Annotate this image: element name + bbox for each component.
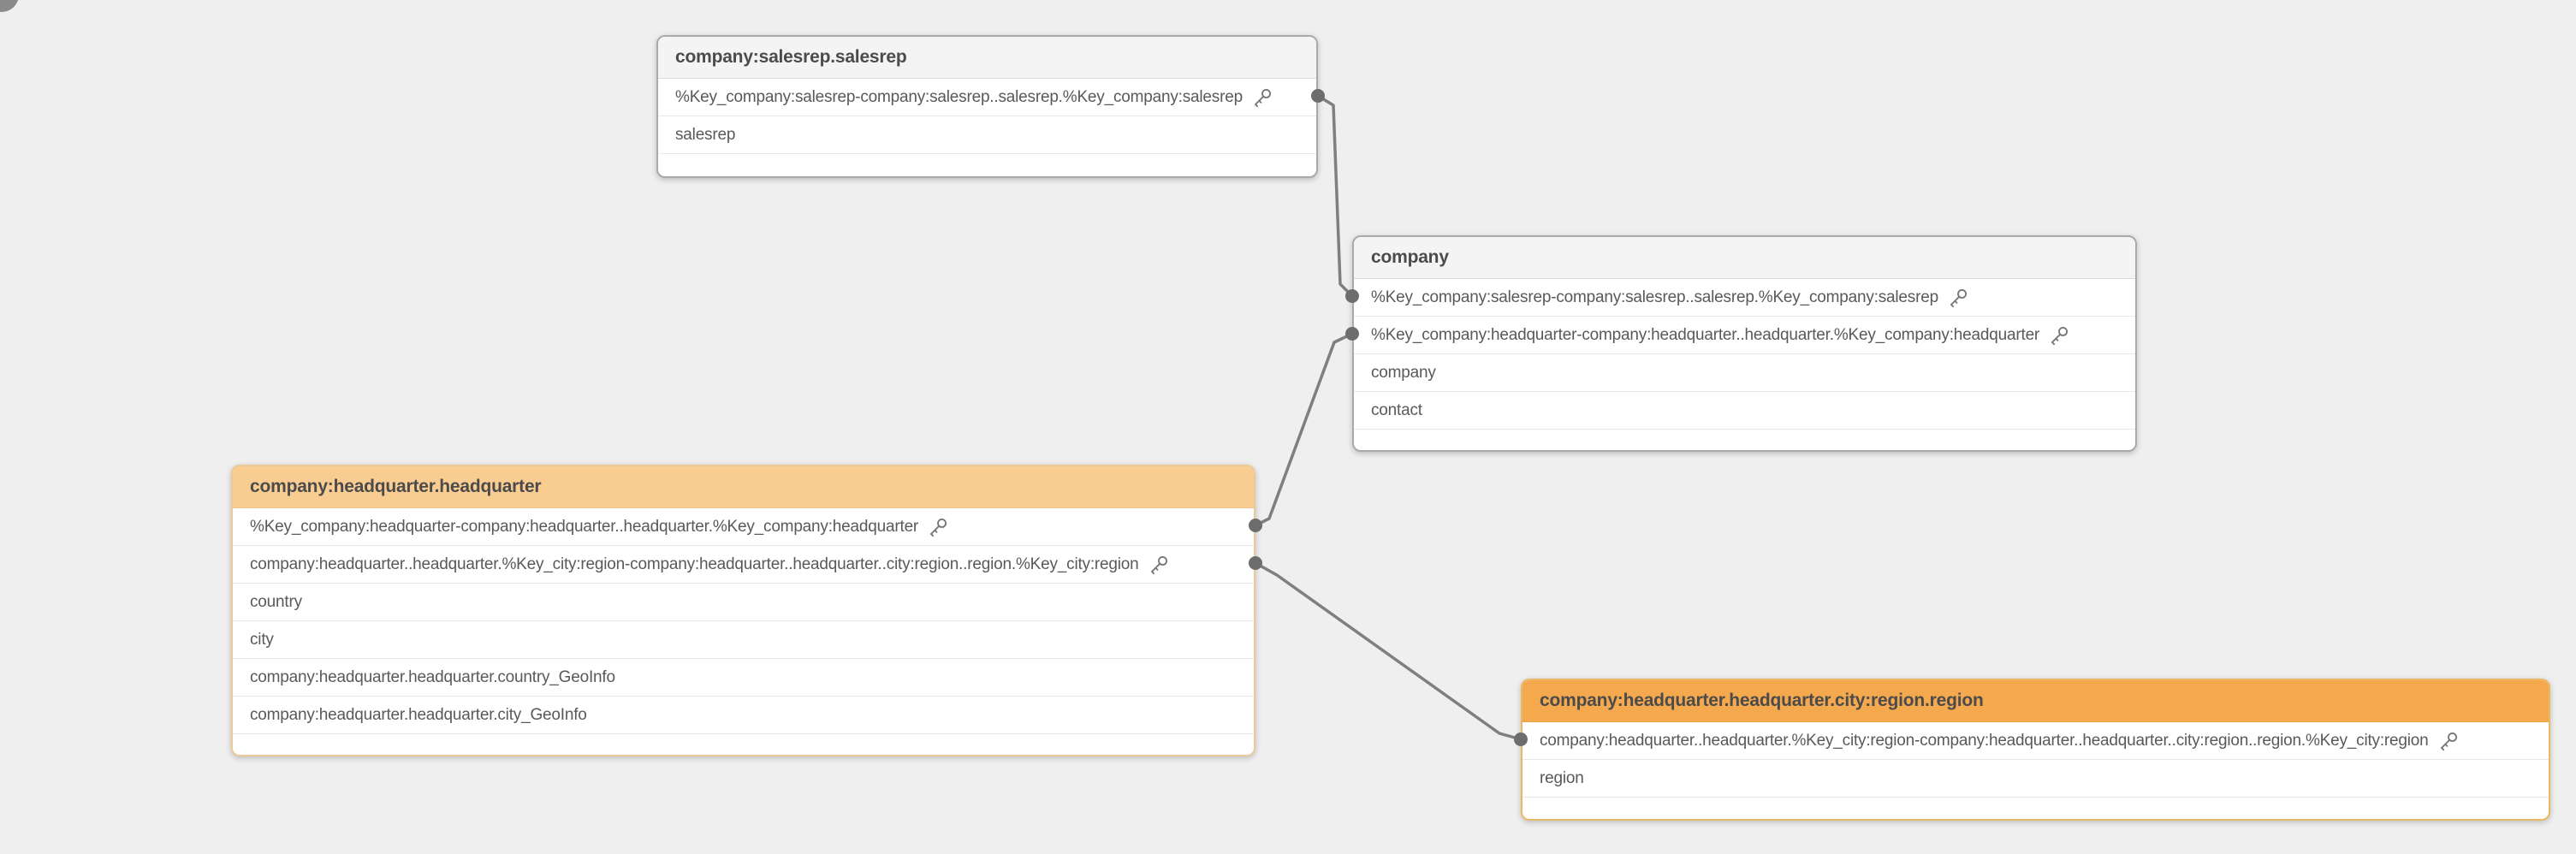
table-card-salesrep[interactable]: company:salesrep.salesrep %Key_company:s…: [656, 35, 1318, 178]
field-name: company:headquarter.headquarter.city_Geo…: [250, 705, 587, 724]
field-name: region: [1540, 768, 1584, 787]
field-name: company:headquarter..headquarter.%Key_ci…: [1540, 731, 2429, 750]
field-name: company:headquarter.headquarter.country_…: [250, 667, 615, 686]
connection-line: [1316, 94, 1354, 298]
key-icon: [927, 516, 949, 538]
key-icon: [1947, 287, 1969, 309]
field-name: %Key_company:salesrep-company:salesrep..…: [675, 87, 1243, 106]
field-name: country: [250, 592, 302, 611]
table-field-row[interactable]: company:headquarter.headquarter.city_Geo…: [233, 697, 1254, 734]
corner-artifact: [0, 0, 19, 12]
table-field-row[interactable]: salesrep: [658, 116, 1316, 154]
table-title[interactable]: company:salesrep.salesrep: [658, 37, 1316, 79]
table-field-row[interactable]: contact: [1354, 392, 2135, 430]
table-field-row[interactable]: region: [1522, 760, 2549, 798]
key-icon: [1148, 554, 1170, 576]
table-field-row[interactable]: company: [1354, 354, 2135, 392]
key-icon: [1251, 86, 1273, 109]
table-field-row[interactable]: company:headquarter..headquarter.%Key_ci…: [233, 546, 1254, 584]
table-field-row[interactable]: country: [233, 584, 1254, 621]
connection-line: [1254, 561, 1522, 741]
connection-line: [1254, 332, 1354, 527]
table-field-row[interactable]: %Key_company:salesrep-company:salesrep..…: [1354, 279, 2135, 317]
table-field-row[interactable]: city: [233, 621, 1254, 659]
field-name: %Key_company:salesrep-company:salesrep..…: [1371, 288, 1938, 306]
table-rows: company:headquarter..headquarter.%Key_ci…: [1522, 722, 2549, 798]
table-title[interactable]: company:headquarter.headquarter: [233, 466, 1254, 508]
field-name: city: [250, 630, 274, 649]
field-name: %Key_company:headquarter-company:headqua…: [1371, 325, 2040, 344]
key-icon: [2437, 730, 2460, 752]
table-field-row[interactable]: %Key_company:headquarter-company:headqua…: [233, 508, 1254, 546]
table-field-row[interactable]: %Key_company:salesrep-company:salesrep..…: [658, 79, 1316, 116]
table-title[interactable]: company:headquarter.headquarter.city:reg…: [1522, 680, 2549, 722]
table-rows: %Key_company:salesrep-company:salesrep..…: [658, 79, 1316, 154]
table-field-row[interactable]: company:headquarter.headquarter.country_…: [233, 659, 1254, 697]
table-title[interactable]: company: [1354, 237, 2135, 279]
field-name: salesrep: [675, 125, 736, 144]
table-card-region[interactable]: company:headquarter.headquarter.city:reg…: [1521, 679, 2550, 821]
table-card-company[interactable]: company %Key_company:salesrep-company:sa…: [1352, 235, 2137, 452]
table-field-row[interactable]: %Key_company:headquarter-company:headqua…: [1354, 317, 2135, 354]
field-name: contact: [1371, 400, 1422, 419]
table-field-row[interactable]: company:headquarter..headquarter.%Key_ci…: [1522, 722, 2549, 760]
table-rows: %Key_company:salesrep-company:salesrep..…: [1354, 279, 2135, 430]
table-card-headquarter[interactable]: company:headquarter.headquarter %Key_com…: [231, 465, 1255, 756]
key-icon: [2048, 324, 2070, 347]
field-name: company:headquarter..headquarter.%Key_ci…: [250, 555, 1139, 573]
field-name: company: [1371, 363, 1436, 382]
field-name: %Key_company:headquarter-company:headqua…: [250, 517, 919, 536]
table-rows: %Key_company:headquarter-company:headqua…: [233, 508, 1254, 734]
